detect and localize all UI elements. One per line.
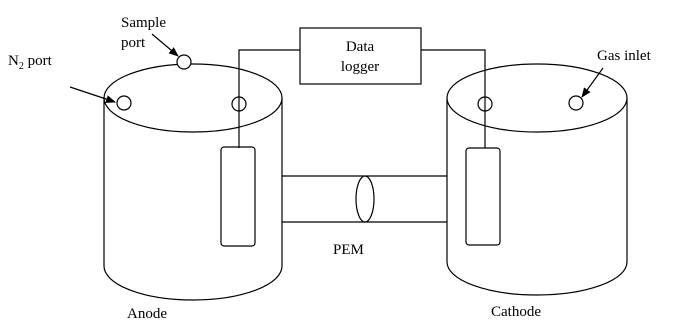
gas-inlet-label: Gas inlet: [597, 48, 652, 64]
anode-electrode: [220, 146, 256, 247]
n2-port-arrow: [69, 86, 116, 103]
cathode-chamber: [446, 63, 628, 296]
anode-cylinder-top: [103, 63, 283, 133]
cathode-label: Cathode: [491, 304, 541, 320]
sample-port-circle: [176, 54, 192, 70]
cathode-electrode: [465, 147, 501, 246]
pem-label: PEM: [333, 242, 364, 258]
anode-wire: [238, 49, 300, 148]
cathode-cylinder-body: [446, 97, 628, 296]
data-logger-box: [299, 27, 422, 85]
pem-tube: [282, 175, 447, 223]
pem-membrane: [355, 175, 375, 223]
gas-inlet-arrow: [581, 67, 604, 98]
anode-label: Anode: [127, 306, 167, 322]
cathode-cylinder-top: [446, 63, 628, 133]
data-logger-label-line1: Data: [346, 39, 375, 55]
gas-inlet-circle: [568, 95, 584, 111]
sample-port-label-line2: port: [121, 35, 146, 51]
sample-port-label-line1: Sample: [121, 15, 166, 31]
cathode-wire: [421, 49, 486, 148]
data-logger-label-line2: logger: [341, 59, 379, 75]
n2-port-circle: [116, 95, 132, 111]
anode-chamber: [103, 54, 283, 301]
n2-port-label: N2 port: [8, 53, 53, 72]
data-logger-wiring: Data logger: [238, 27, 486, 148]
sample-port-arrow: [151, 33, 179, 57]
